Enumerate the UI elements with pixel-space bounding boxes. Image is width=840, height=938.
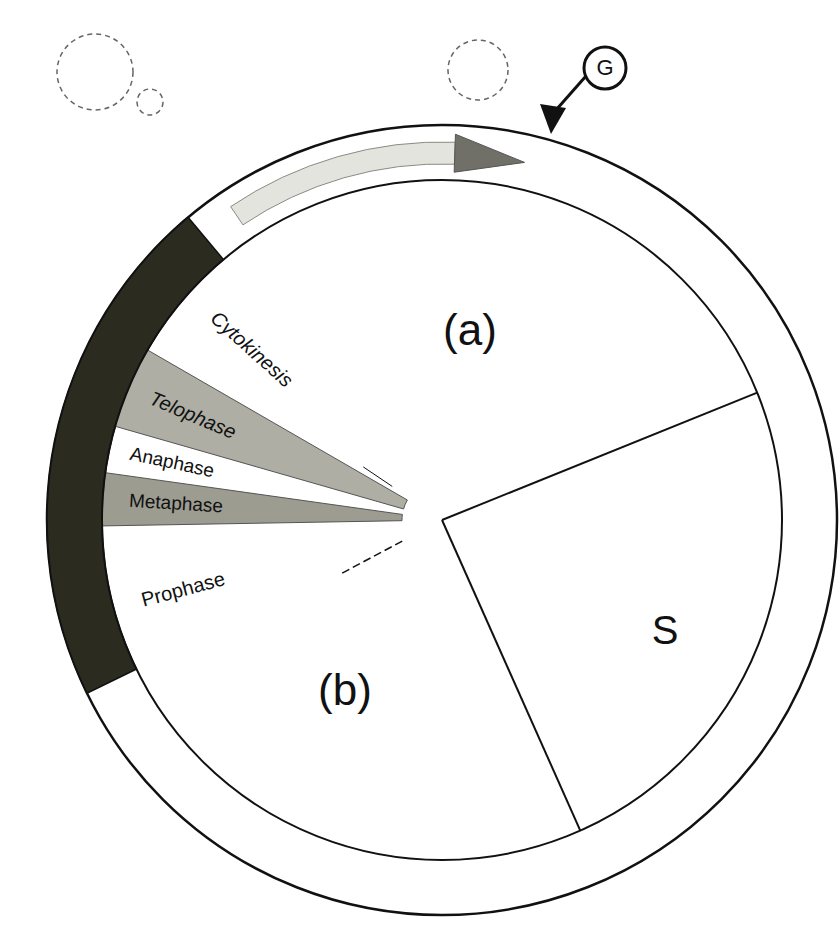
sector-divider xyxy=(442,520,580,831)
sector-divider xyxy=(363,467,392,487)
dashed-cell xyxy=(448,40,508,100)
phase-label: G xyxy=(596,56,613,80)
g-arrowhead xyxy=(540,104,566,134)
dashed-cell xyxy=(137,89,163,115)
g-loop xyxy=(584,47,626,89)
g-loop-tail xyxy=(556,76,586,110)
ring-arrow-head xyxy=(454,134,524,172)
inner-circle xyxy=(102,180,782,860)
phase-label: S xyxy=(652,608,679,652)
phase-label: (a) xyxy=(443,306,497,354)
ring-parts xyxy=(47,142,455,693)
mitosis-band xyxy=(47,217,223,693)
phase-label: (b) xyxy=(318,666,372,714)
sector-divider xyxy=(340,541,402,574)
ring-arrow-body xyxy=(231,142,456,225)
telophase-wedge xyxy=(115,350,407,509)
sector-divider xyxy=(442,393,757,520)
outer-ring xyxy=(47,125,837,915)
dashed-cell xyxy=(57,34,133,110)
